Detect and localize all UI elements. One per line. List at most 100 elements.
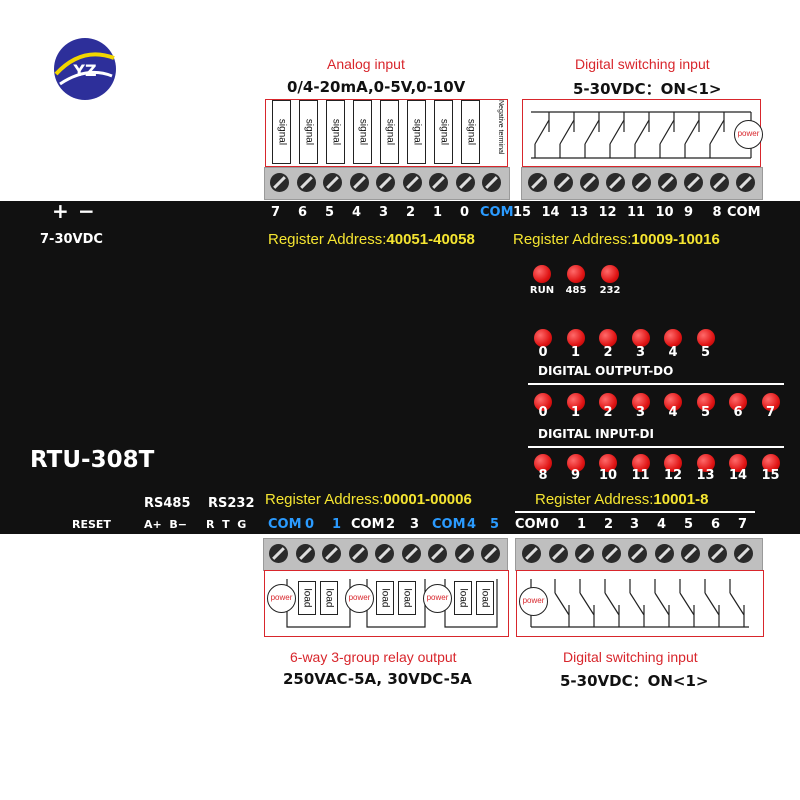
led-label: 10 [598, 468, 618, 483]
di-top-terms-label: 11 [627, 205, 646, 220]
switch-symbol [679, 579, 695, 627]
led-label: 15 [761, 468, 780, 483]
reg-di-high: Register Address:10009-10016 [513, 231, 720, 248]
led-label: 0 [538, 345, 548, 360]
do-terms-label: COM [351, 517, 385, 532]
signal-box: signal [299, 100, 318, 164]
di-top-terms-label: 8 [712, 205, 722, 220]
analog-input-title: Analog input [327, 56, 405, 72]
power-symbol-top: power [734, 120, 763, 149]
analog-terms-label: 1 [433, 205, 443, 220]
signal-label: signal [303, 118, 314, 146]
switch-symbol [704, 579, 720, 627]
di-top-terms-label: 10 [655, 205, 674, 220]
status-led [631, 329, 650, 347]
do-terms-label: 4 [467, 517, 477, 532]
power-label: power [270, 593, 293, 602]
load-label: load [479, 588, 491, 608]
status-led [599, 329, 617, 347]
load-label: load [457, 588, 469, 608]
led-label: 14 [728, 468, 748, 483]
terminal-screw [684, 173, 703, 192]
terminal-screw [658, 173, 677, 192]
reg-analog: Register Address:40051-40058 [268, 231, 475, 248]
led-label: 2 [603, 345, 613, 360]
do-terms-label: 3 [410, 517, 420, 532]
led-label: 4 [668, 345, 678, 360]
do-terms-label: 2 [386, 517, 396, 532]
switch-symbol [554, 579, 570, 627]
switch-symbol [634, 112, 650, 158]
terminal-screw [402, 173, 422, 192]
led-label: 9 [570, 468, 581, 483]
switch-symbol [534, 112, 550, 158]
di-bottom-terms-label: 1 [577, 517, 587, 532]
terminal-screw [736, 173, 755, 192]
di-bottom-terms-label: COM [515, 517, 549, 532]
terminal-screw [710, 173, 729, 192]
di-bottom-terms-label: 6 [711, 517, 721, 532]
analog-input-spec: 0/4-20mA,0-5V,0-10V [287, 78, 466, 96]
digital-input-top-spec: 5-30VDC：ON<1> [573, 80, 722, 98]
analog-terms-label: 3 [379, 205, 389, 220]
svg-text:YZ: YZ [72, 61, 96, 80]
do-terms-label: 1 [332, 517, 342, 532]
do-underline [528, 383, 784, 385]
do-terms-label: COM [432, 517, 466, 532]
terminal-screw [270, 173, 289, 192]
terminal-screw [375, 544, 394, 563]
negative-terminal-label: Negative terminal [497, 100, 504, 155]
status-led [664, 329, 682, 347]
status-led [533, 265, 551, 283]
signal-label: signal [438, 118, 449, 146]
terminal-screw [580, 173, 599, 192]
led-label: 2 [603, 405, 613, 420]
digital-input-top-box: power [522, 99, 763, 167]
led-label: 4 [668, 405, 678, 420]
signal-box: signal [434, 100, 453, 164]
terminal-screw [681, 544, 700, 563]
status-led [566, 329, 585, 347]
analog-terms-label: 5 [325, 205, 335, 220]
status-led [696, 329, 715, 347]
switch-symbol [609, 112, 625, 158]
load-label: load [301, 588, 313, 608]
led-label: 13 [696, 468, 715, 483]
terminal-screw [606, 173, 625, 192]
di-bottom-terms-label: 4 [657, 517, 667, 532]
power-symbol-relay: power [345, 584, 374, 613]
supply-voltage-label: 7-30VDC [40, 232, 103, 247]
rs485-pins: A+ B− [144, 518, 187, 531]
signal-box: signal [461, 100, 480, 164]
power-symbol-bottom-di: power [519, 587, 548, 616]
led-label: 1 [570, 345, 581, 360]
di-bottom-terms-label: 2 [604, 517, 614, 532]
status-led [696, 393, 715, 411]
switch-symbol [709, 112, 725, 158]
status-led [761, 393, 780, 411]
di-underline [528, 446, 784, 448]
led-label: 0 [538, 405, 548, 420]
terminal-screw [455, 173, 475, 192]
switch-symbol [559, 112, 575, 158]
led-label: 3 [635, 345, 646, 360]
terminal-screw [481, 544, 500, 563]
do-title: DIGITAL OUTPUT-DO [538, 364, 674, 378]
load-box: load [376, 581, 394, 615]
led-label: 232 [599, 285, 621, 296]
status-led [631, 454, 650, 472]
status-led [534, 329, 552, 347]
analog-terms-label: 6 [298, 205, 308, 220]
di-bottom-terms-label: 0 [550, 517, 560, 532]
status-led [601, 265, 619, 283]
relay-output-spec: 250VAC-5A, 30VDC-5A [283, 670, 472, 688]
terminal-screw [734, 544, 753, 563]
di-top-terms-label: 12 [598, 205, 617, 220]
power-symbol-relay: power [267, 584, 296, 613]
led-label: 11 [631, 468, 650, 483]
analog-terms-label: 2 [406, 205, 416, 220]
di-top-terms-label: 13 [570, 205, 589, 220]
led-label: 485 [565, 285, 587, 296]
terminal-screw [707, 544, 727, 563]
